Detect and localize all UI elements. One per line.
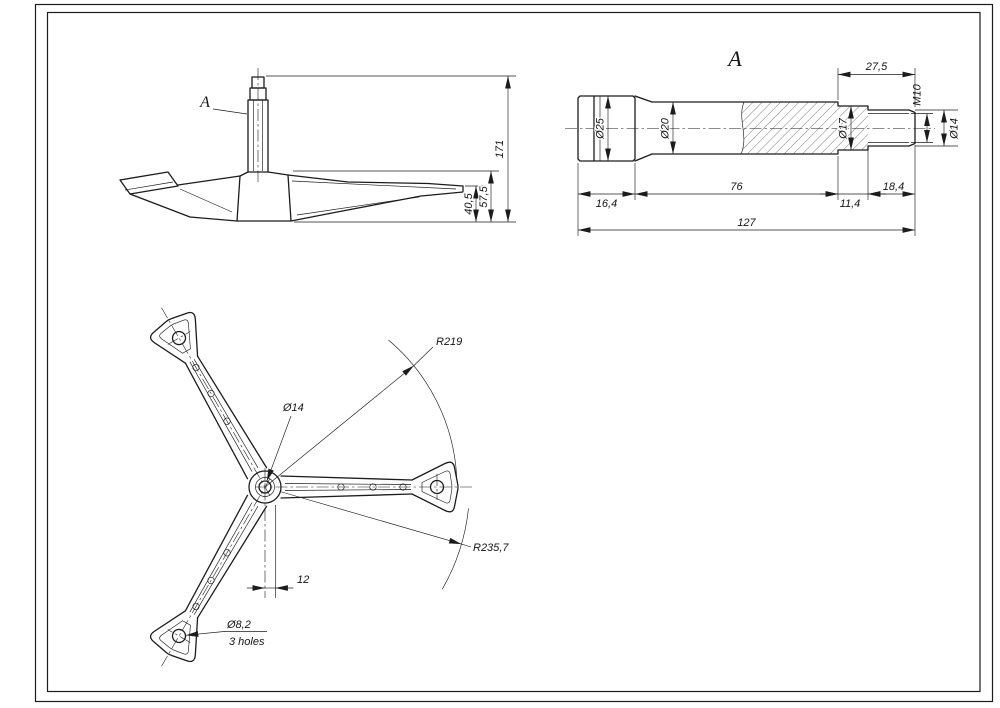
detail-view-a: A Ø25 Ø20 Ø17 xyxy=(565,46,962,236)
spider-arms xyxy=(139,294,473,680)
dim-label-hub-dia: Ø14 xyxy=(282,402,304,414)
dim-label-flange-dia: Ø25 xyxy=(595,117,607,140)
detail-view-title: A xyxy=(726,46,742,71)
spider-body-side-outline xyxy=(119,171,464,222)
side-view: A 171 57,5 40,5 xyxy=(119,68,516,223)
dim-label-offset: 12 xyxy=(297,574,309,586)
dim-label-barrel-len: 76 xyxy=(730,181,743,193)
dim-label-mid-height: 57,5 xyxy=(478,185,490,207)
dim-label-tip-height: 40,5 xyxy=(463,192,475,214)
dim-label-arm-radius: R219 xyxy=(436,336,462,348)
frame-outer-border xyxy=(34,3,994,703)
dim-label-tip-len: 18,4 xyxy=(883,181,904,193)
dim-label-thread: M10 xyxy=(912,83,924,105)
dim-label-barrel-dia: Ø20 xyxy=(660,117,672,140)
dim-label-step-dia: Ø17 xyxy=(838,117,850,140)
dim-label-hole-note: 3 holes xyxy=(229,636,265,648)
arc-r219 xyxy=(388,339,458,478)
section-hatching xyxy=(741,102,868,154)
dim-label-total-height: 171 xyxy=(494,140,506,158)
dim-label-outer-radius: R235,7 xyxy=(473,542,509,554)
arc-r235 xyxy=(441,508,469,590)
dim-label-flange-len: 16,4 xyxy=(596,198,617,210)
dim-label-step-len: 11,4 xyxy=(840,198,861,210)
shaft-side-outline xyxy=(247,68,269,182)
spider-dimensions: R219 R235,7 Ø14 12 Ø8,2 3 holes xyxy=(185,335,511,649)
spider-arm-lower-left xyxy=(139,465,293,680)
spider-front-view: R219 R235,7 Ø14 12 Ø8,2 3 holes xyxy=(139,294,511,680)
drawing-frame xyxy=(34,3,994,703)
side-view-dimensions: 171 57,5 40,5 xyxy=(266,75,516,223)
section-marker-leader xyxy=(212,108,248,115)
frame-inner-border xyxy=(46,11,981,693)
dim-label-tip-dia: Ø14 xyxy=(949,118,961,140)
break-line xyxy=(740,101,745,155)
spider-arm-right xyxy=(254,461,473,513)
section-marker-a: A xyxy=(199,94,210,111)
dim-label-total-len: 127 xyxy=(737,217,756,229)
dim-label-thread-len: 27,5 xyxy=(865,61,888,73)
shaft-detail-outline xyxy=(577,95,916,162)
detail-view-dimensions: Ø25 Ø20 Ø17 Ø14 M10 27,5 xyxy=(577,60,962,236)
dim-label-hole-dia: Ø8,2 xyxy=(226,619,251,631)
